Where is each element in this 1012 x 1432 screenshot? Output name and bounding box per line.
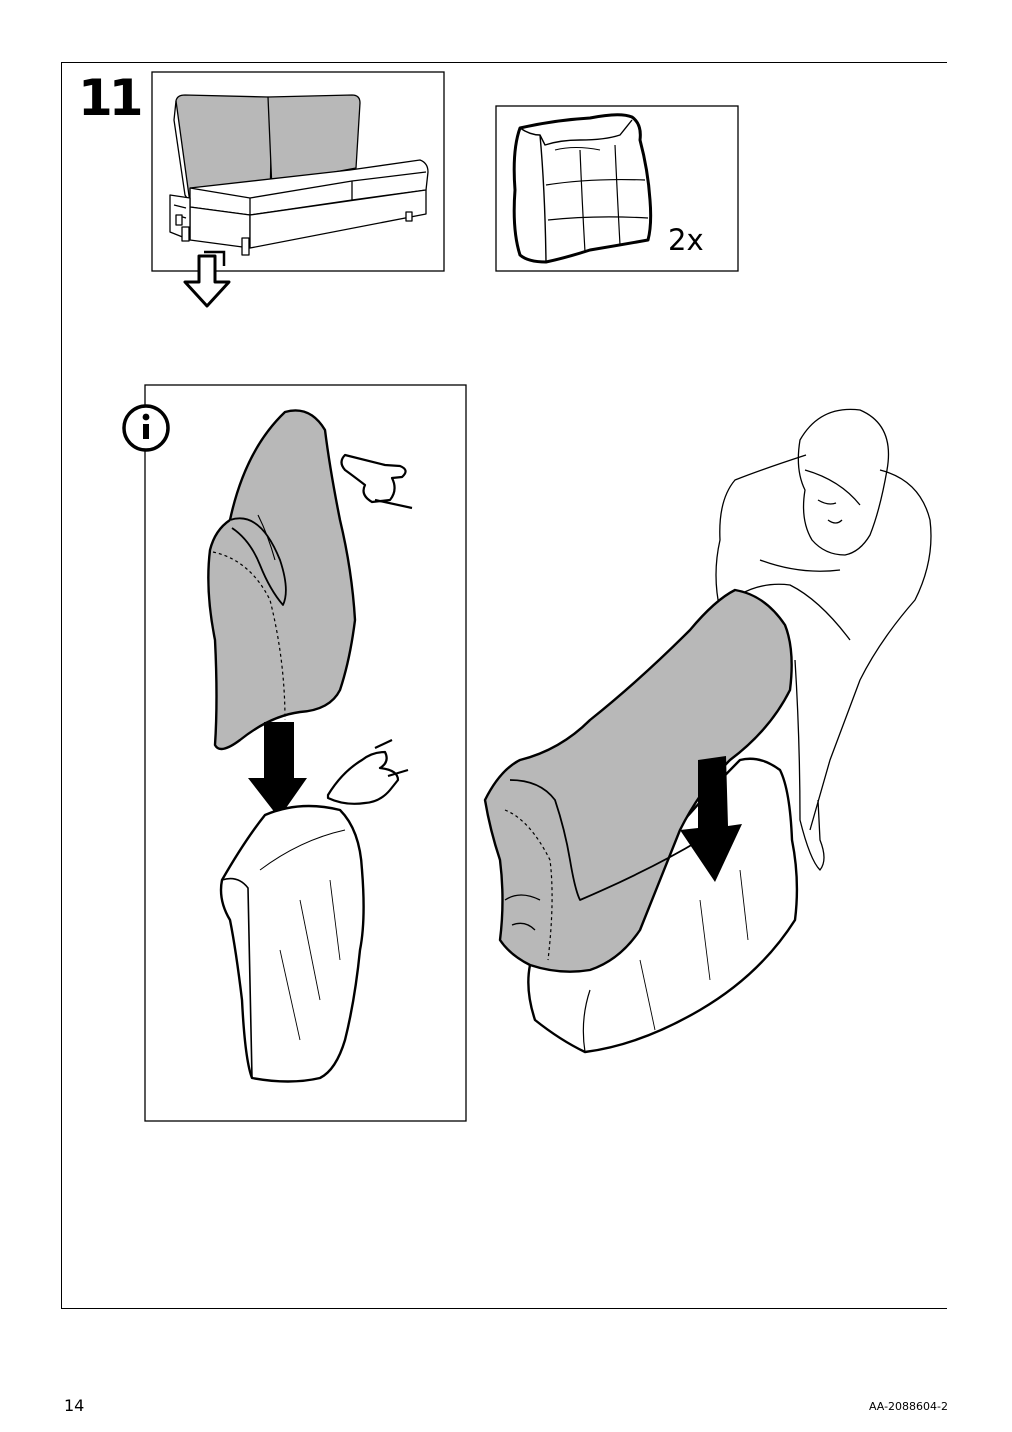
document-code: AA-2088604-2: [868, 1400, 948, 1413]
cushion-cover-illustration: [207, 409, 357, 751]
step-number: 11: [78, 69, 144, 127]
page-number: 14: [64, 1396, 85, 1415]
down-arrow-icon: [183, 254, 231, 308]
foam-cushion-illustration: [219, 804, 365, 1083]
sofa-cushion-scene: [483, 588, 799, 1054]
instruction-frame: [61, 62, 947, 1309]
sofa-module-illustration: [169, 94, 429, 256]
back-cushion-part-panel: [495, 105, 739, 272]
back-cushion-illustration: [512, 113, 653, 264]
sofa-module-panel: [151, 71, 445, 308]
hand-pointing-icon: [340, 453, 413, 510]
down-arrow-icon: [248, 722, 307, 818]
hand-pointing-icon: [326, 739, 409, 805]
quantity-label: 2x: [668, 223, 704, 257]
info-icon: [122, 404, 170, 452]
info-panel: [122, 384, 467, 1122]
person-illustration: [715, 408, 932, 871]
down-arrow-icon: [680, 756, 742, 882]
